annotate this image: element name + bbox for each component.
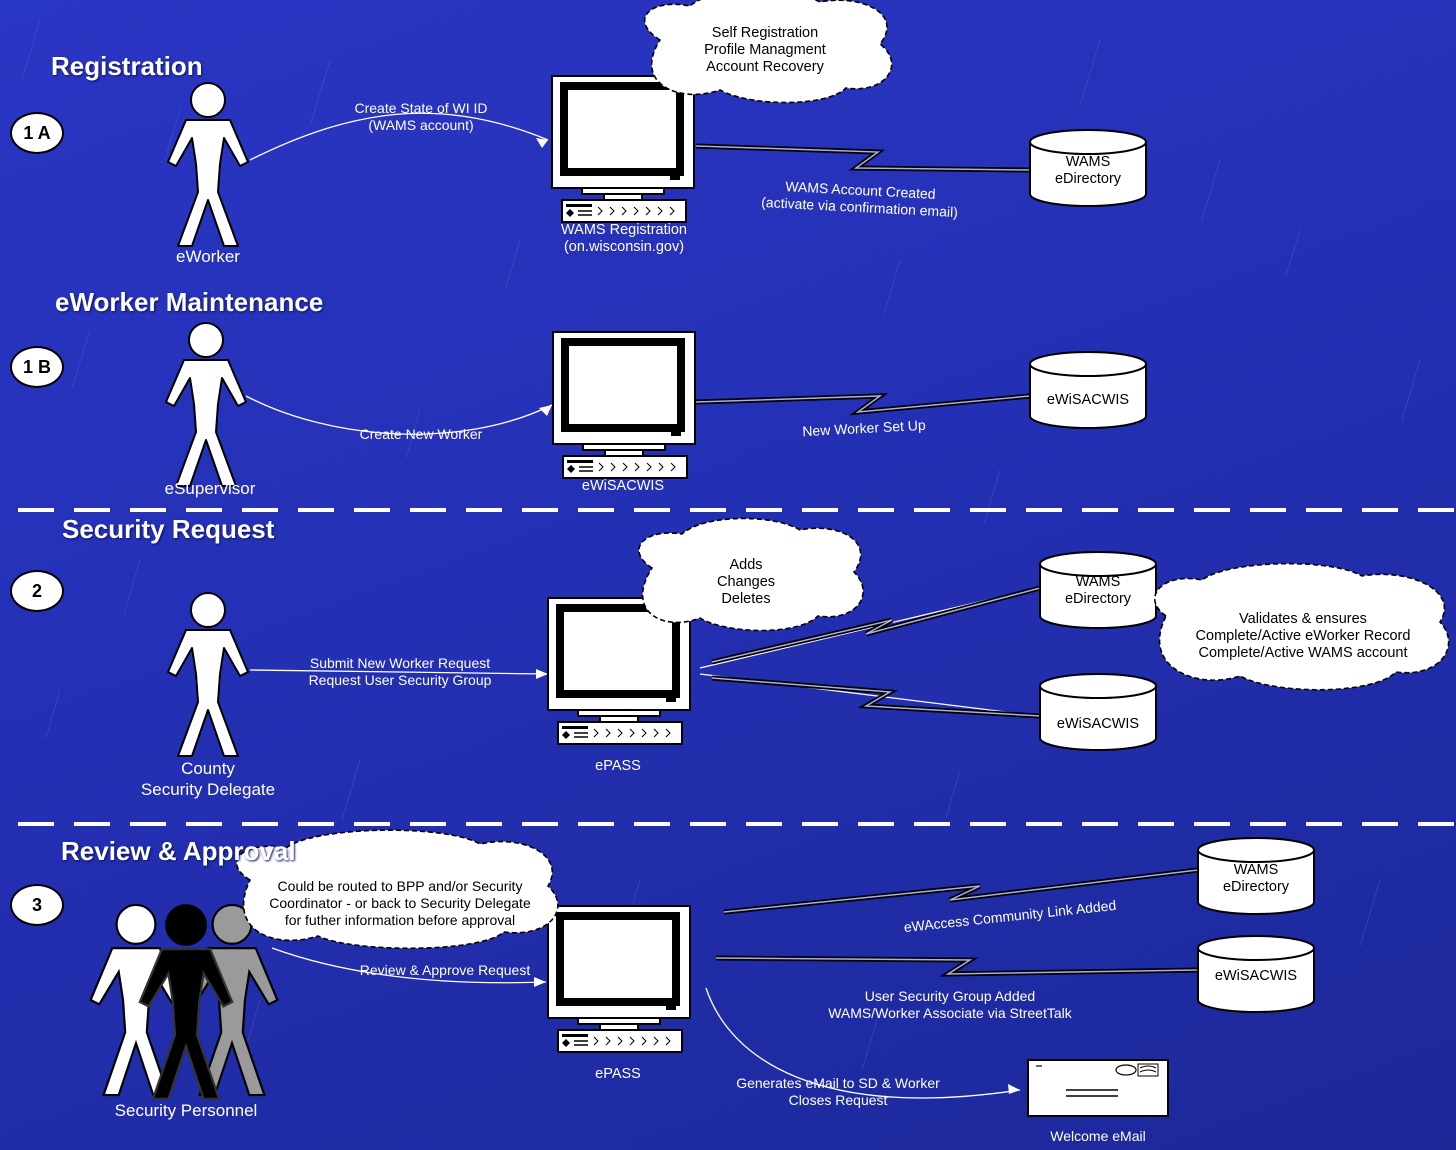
step-badge-3: 3	[10, 884, 64, 926]
system-label-ewisacwis: eWiSACWIS	[581, 478, 665, 494]
system-label-wams-registration: WAMS Registration(on.wisconsin.gov)	[561, 222, 687, 255]
ewisacwis-computer-icon	[553, 332, 695, 478]
welcome-email-label: Welcome eMail	[1050, 1128, 1146, 1144]
system-label-epass-request: ePASS	[595, 758, 641, 774]
envelope-icon	[1027, 1059, 1169, 1117]
step-badge-2: 2	[10, 570, 64, 612]
system-label-epass-review: ePASS	[595, 1066, 641, 1082]
heading-eworker-maintenance: eWorker Maintenance	[55, 287, 324, 317]
actor-label-eworker: eWorker	[176, 247, 240, 266]
flow-label-create-worker: Create New Worker	[359, 426, 483, 442]
heading-review-approval: Review & Approval	[61, 836, 296, 866]
arrow-heads	[534, 138, 1020, 1094]
step-badge-1a: 1 A	[10, 112, 64, 154]
heading-security-request: Security Request	[62, 514, 275, 544]
flow-label-create-id: Create State of WI ID(WAMS account)	[354, 100, 488, 133]
wams-registration-computer-icon	[552, 76, 694, 222]
ewisacwis-database-icon	[1029, 351, 1147, 429]
delegate-icon	[167, 592, 249, 757]
step-badge-1b: 1 B	[10, 346, 64, 388]
db-label-ewisacwis-3: eWiSACWIS	[1214, 968, 1298, 984]
eworker-icon	[167, 82, 249, 247]
epass-review-computer-icon	[548, 906, 690, 1052]
db-label-ewisacwis-1: eWiSACWIS	[1046, 392, 1130, 408]
actor-label-security-personnel: Security Personnel	[114, 1101, 258, 1120]
esupervisor-icon	[165, 322, 247, 487]
ewisacwis-database-icon-2	[1039, 673, 1157, 751]
db-label-ewisacwis-2: eWiSACWIS	[1056, 716, 1140, 732]
cloud-shapes	[235, 0, 1450, 950]
flow-label-review: Review & Approve Request	[359, 962, 531, 978]
heading-registration: Registration	[51, 51, 203, 81]
actor-label-esupervisor: eSupervisor	[164, 479, 256, 498]
security-personnel-icon	[89, 903, 279, 1100]
